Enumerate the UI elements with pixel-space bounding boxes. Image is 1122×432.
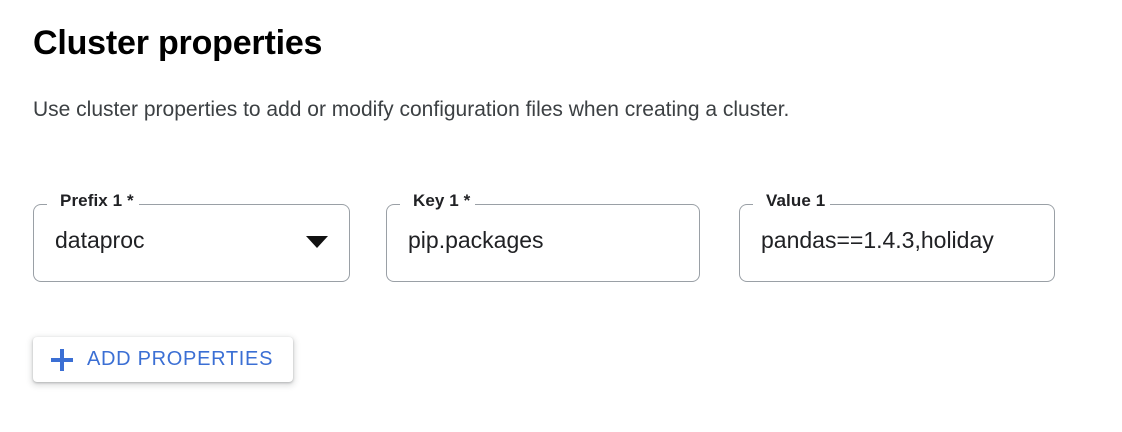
page-description: Use cluster properties to add or modify … xyxy=(33,98,790,121)
properties-row: Prefix 1 * dataproc Key 1 * pip.packages… xyxy=(0,191,1122,284)
field-value-key-1[interactable]: pip.packages xyxy=(408,227,544,253)
field-value-prefix-1[interactable]: dataproc xyxy=(55,227,145,253)
plus-icon xyxy=(51,348,73,371)
add-properties-label: ADD PROPERTIES xyxy=(87,348,274,370)
field-value-1[interactable]: Value 1 pandas==1.4.3,holiday xyxy=(739,191,1055,282)
add-properties-button[interactable]: ADD PROPERTIES xyxy=(33,337,294,382)
field-value-value-1[interactable]: pandas==1.4.3,holiday xyxy=(761,227,994,253)
field-key-1[interactable]: Key 1 * pip.packages xyxy=(386,191,700,282)
outline-leading xyxy=(386,204,400,282)
field-label-prefix-1: Prefix 1 * xyxy=(55,191,139,211)
outline-leading xyxy=(739,204,753,282)
chevron-down-icon[interactable] xyxy=(306,236,328,248)
field-label-value-1: Value 1 xyxy=(761,191,831,211)
outline-leading xyxy=(33,204,47,282)
field-prefix-1[interactable]: Prefix 1 * dataproc xyxy=(33,191,350,282)
field-label-key-1: Key 1 * xyxy=(408,191,476,211)
page-title: Cluster properties xyxy=(33,24,323,62)
